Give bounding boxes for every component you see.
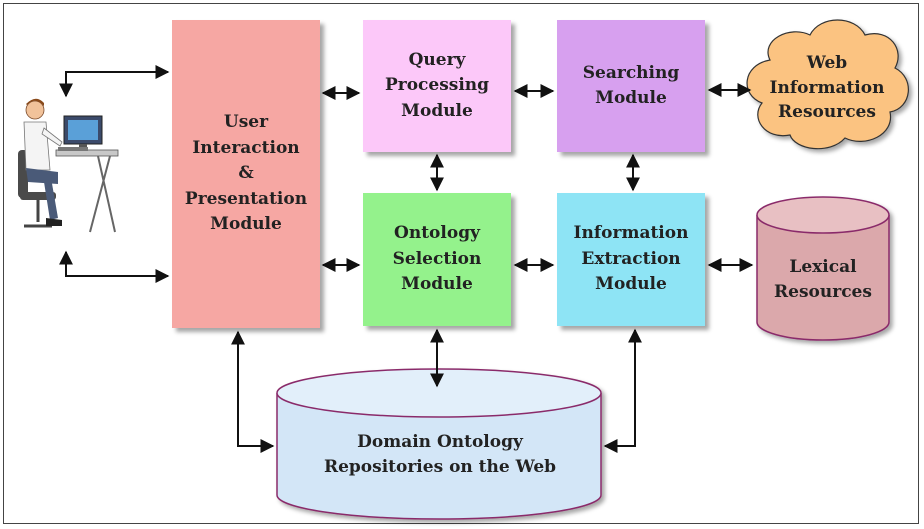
arrow-user-bottom [59, 250, 170, 283]
arrow-info-domain [603, 328, 642, 453]
user-at-computer-icon [18, 98, 119, 233]
arrow-user-top [59, 65, 170, 98]
lexical-resources-cylinder [756, 196, 890, 341]
domain-ontology-label: Domain Ontology Repositories on the Web [323, 432, 557, 477]
information-extraction-module: Information Extraction Module [557, 193, 705, 326]
arrow-user-domain [231, 330, 275, 453]
lexical-resources-label: Lexical Resources [774, 257, 872, 302]
user-interaction-module: User Interaction & Presentation Module [172, 20, 320, 328]
web-resources-label: Web Information Resources [769, 53, 885, 123]
searching-module: Searching Module [557, 20, 705, 152]
web-resources-cloud [746, 19, 909, 150]
connectors [59, 65, 754, 453]
domain-ontology-cylinder [276, 368, 602, 520]
query-processing-module: Query Processing Module [363, 20, 511, 152]
ontology-selection-module: Ontology Selection Module [363, 193, 511, 326]
